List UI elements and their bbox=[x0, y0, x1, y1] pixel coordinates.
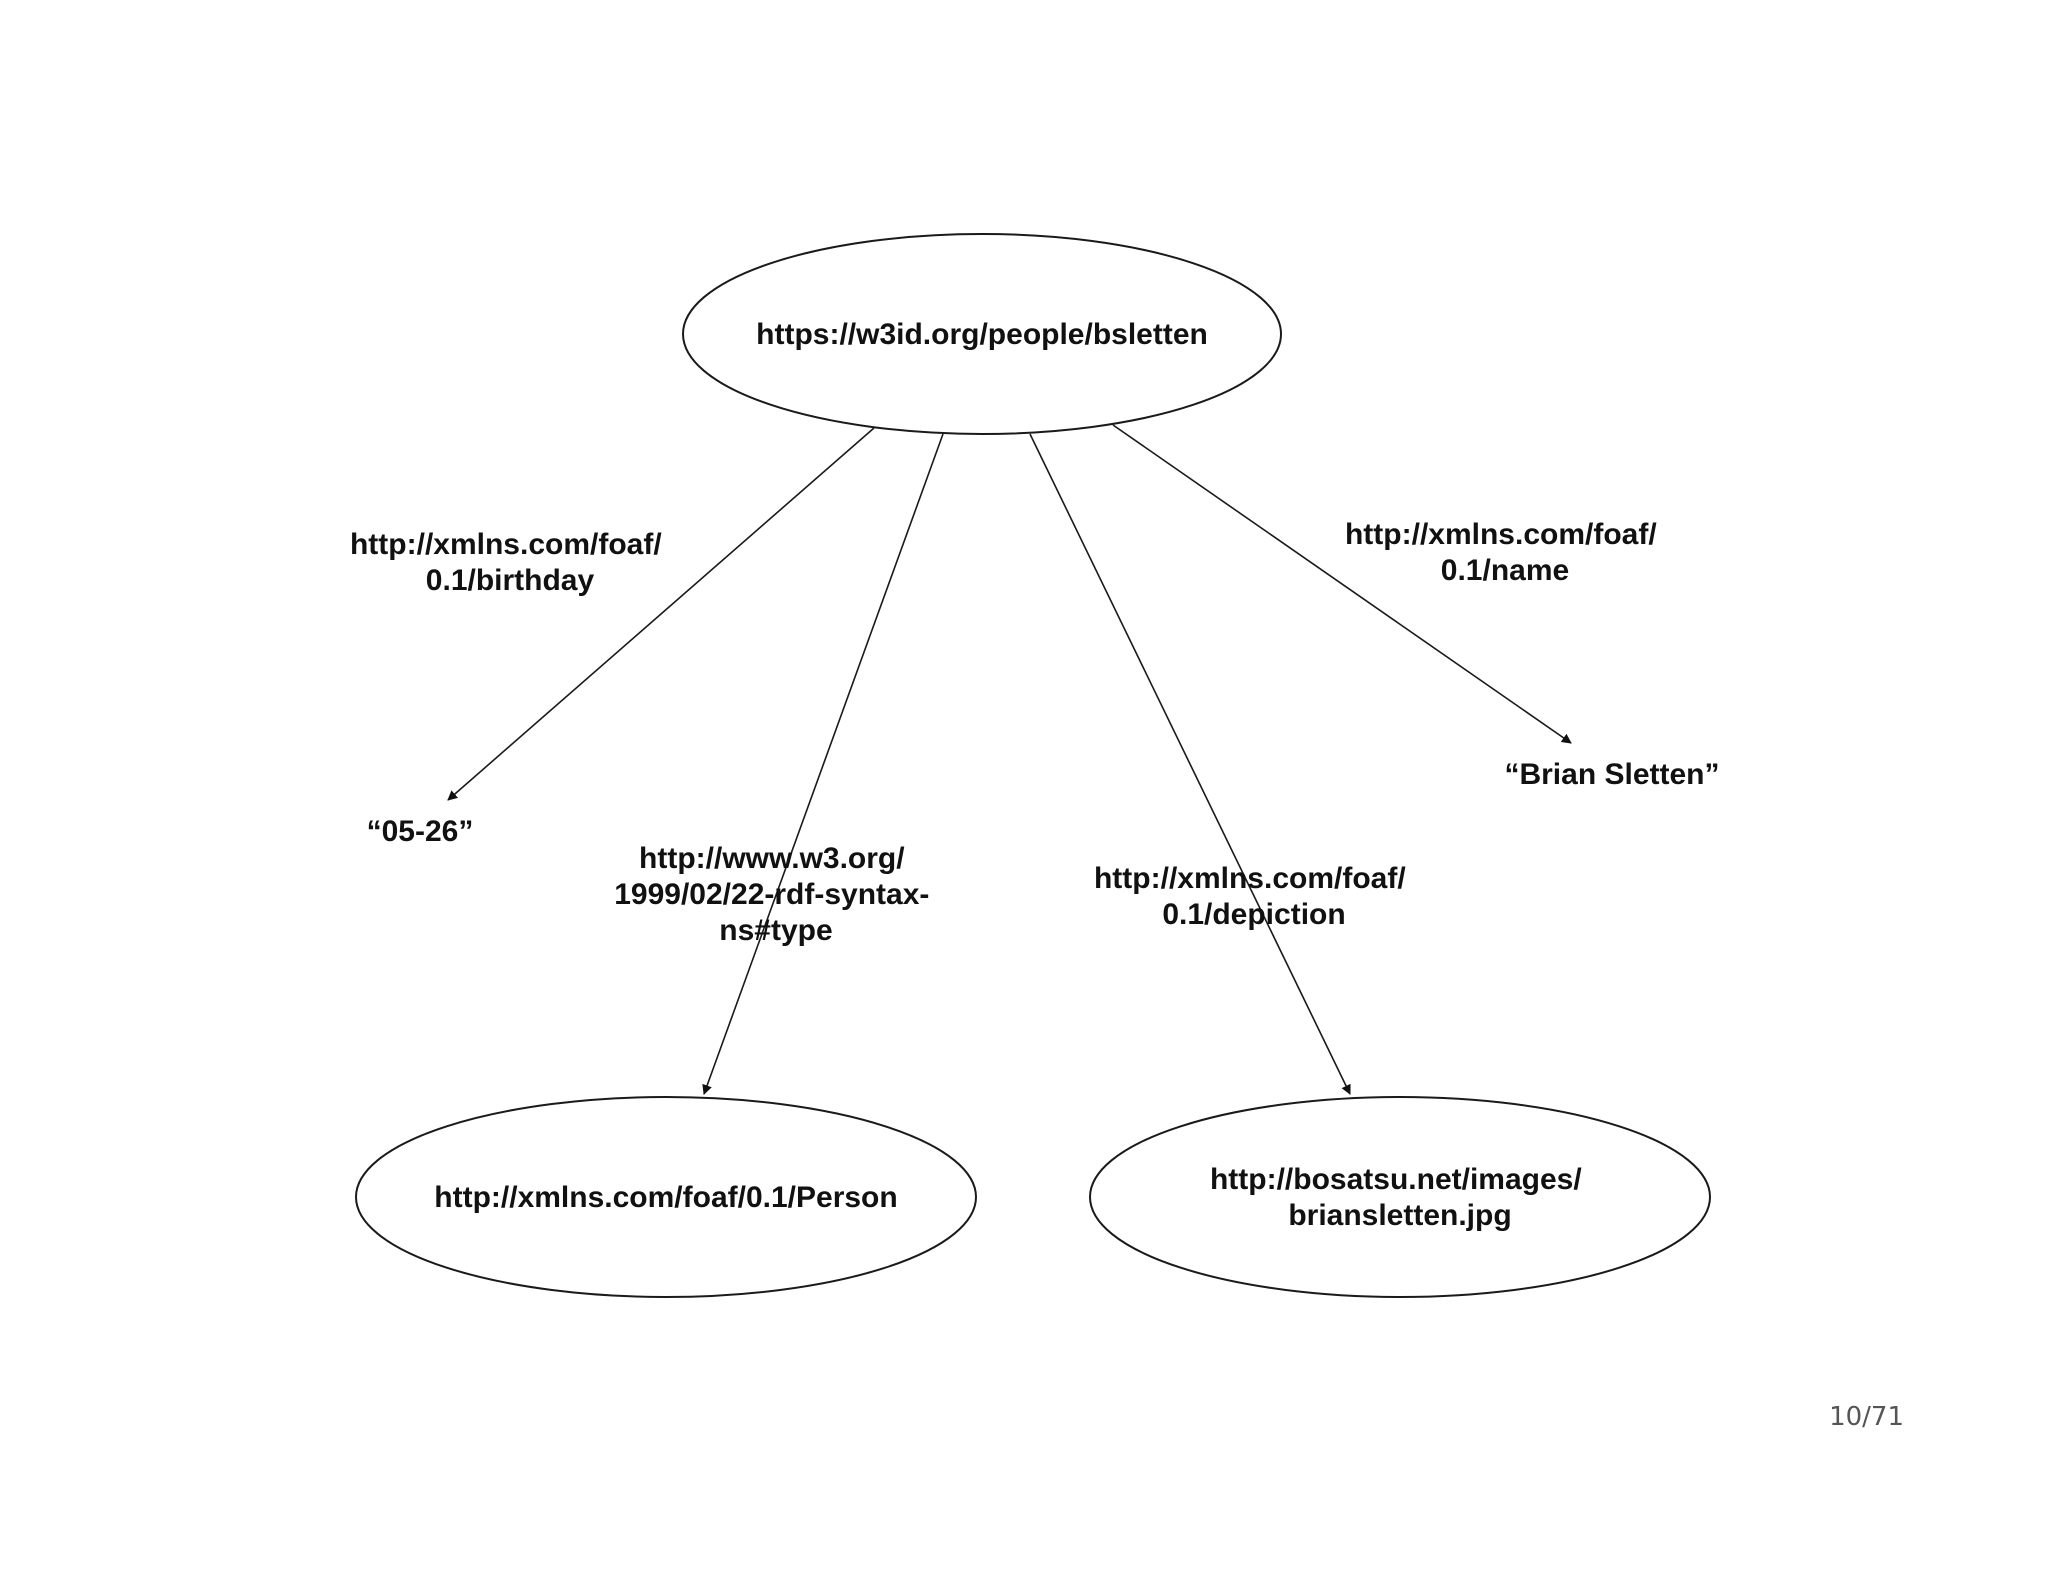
edge-type-arrow bbox=[702, 433, 944, 1095]
node-subject: https://w3id.org/people/bsletten bbox=[682, 233, 1282, 435]
edge-birthday-arrow bbox=[447, 427, 875, 801]
edge-type-label: http://www.w3.org/ 1999/02/22-rdf-syntax… bbox=[614, 842, 938, 947]
node-depiction-image: http://bosatsu.net/images/ briansletten.… bbox=[1089, 1096, 1711, 1298]
edge-birthday-label: http://xmlns.com/foaf/ 0.1/birthday bbox=[350, 528, 670, 597]
page-number: 10/71 bbox=[1829, 1402, 1904, 1432]
node-depiction-image-label: http://bosatsu.net/images/ briansletten.… bbox=[1210, 1163, 1590, 1232]
literal-birthday-value: “05-26” bbox=[367, 815, 474, 848]
node-person-label: http://xmlns.com/foaf/0.1/Person bbox=[434, 1181, 897, 1214]
edge-depiction-arrow bbox=[1029, 433, 1351, 1095]
edge-name-arrow bbox=[1112, 424, 1572, 744]
node-person: http://xmlns.com/foaf/0.1/Person bbox=[355, 1096, 977, 1298]
edge-name-label: http://xmlns.com/foaf/ 0.1/name bbox=[1345, 518, 1665, 587]
node-subject-label: https://w3id.org/people/bsletten bbox=[756, 318, 1208, 351]
literal-name-value: “Brian Sletten” bbox=[1504, 758, 1719, 791]
edge-depiction-label: http://xmlns.com/foaf/ 0.1/depiction bbox=[1094, 862, 1414, 931]
